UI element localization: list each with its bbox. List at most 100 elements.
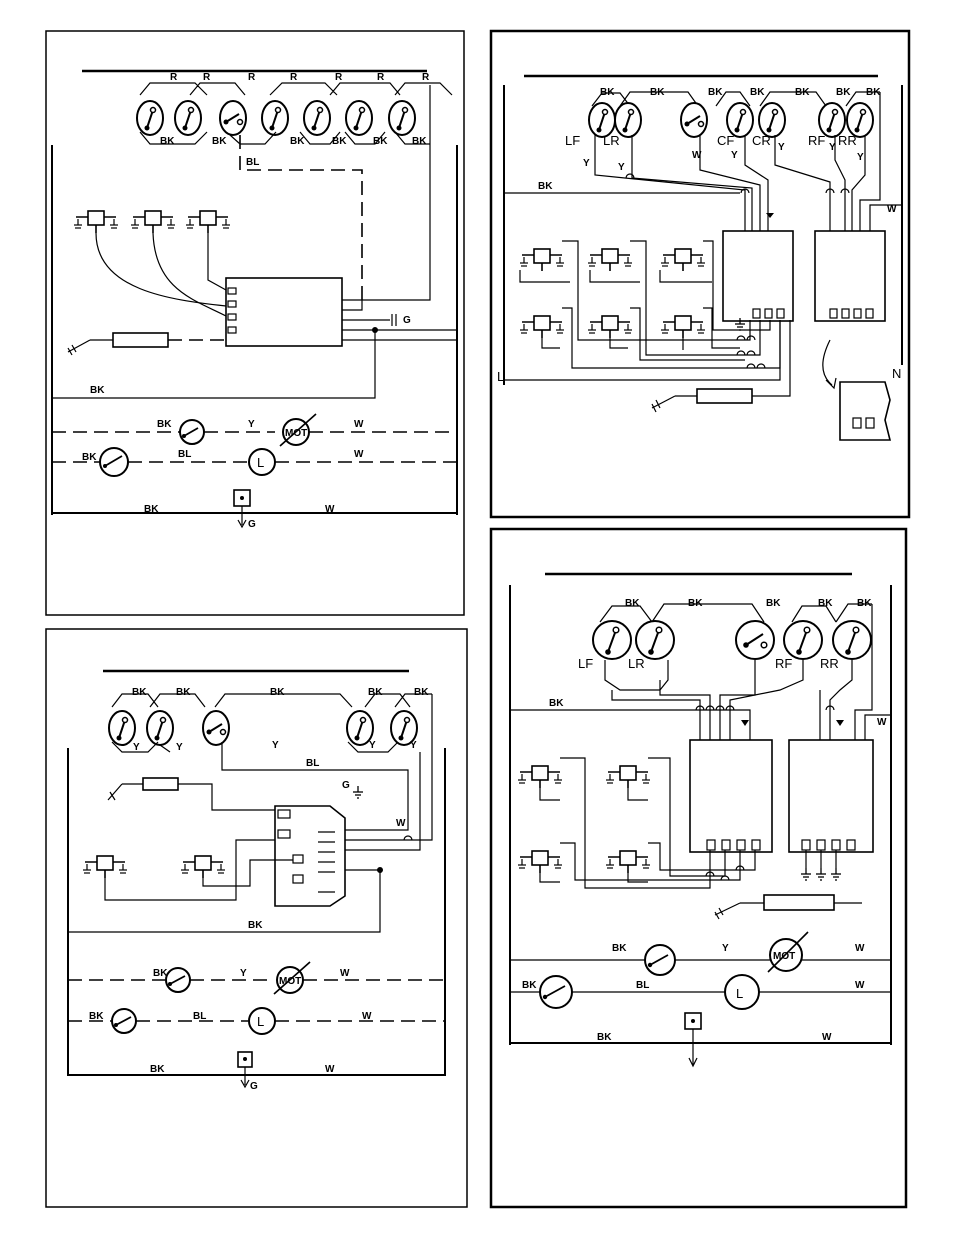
wire-label-bk: BK: [414, 687, 429, 698]
burner-switch-center: [681, 103, 707, 137]
wire-label-bk: BK: [132, 687, 147, 698]
wire-label-y: Y: [857, 152, 864, 163]
burner-switch-2: [175, 101, 201, 135]
ground-label: G: [248, 519, 256, 530]
wire-label-y: Y: [722, 943, 729, 954]
wire-label-w: W: [340, 968, 350, 979]
igniter-electrode-rr: [661, 316, 705, 338]
wire-label-bk: BK: [866, 87, 881, 98]
burner-switch-rf: [819, 103, 845, 137]
wire-label-y: Y: [272, 740, 279, 751]
wire-label-bk: BK: [750, 87, 765, 98]
wire-label-w: W: [362, 1011, 372, 1022]
burner-label-lf: LF: [578, 656, 593, 671]
heater-resistor: [113, 333, 168, 347]
heater-resistor: [764, 895, 834, 910]
wire-label-y: Y: [369, 740, 376, 751]
igniter-electrode-cf: [588, 249, 632, 271]
wire-label-bl: BL: [246, 157, 259, 168]
burner-switch-1: [109, 711, 135, 745]
wire-label-w: W: [325, 504, 335, 515]
igniter-electrode-2: [131, 211, 175, 233]
wire-label-r: R: [248, 72, 256, 83]
door-light-switch: [540, 976, 572, 1008]
igniter-electrode-cf: [606, 766, 650, 788]
wire-label-bk: BK: [82, 452, 97, 463]
burner-switch-5: [304, 101, 330, 135]
oven-thermostat-switch: [166, 968, 190, 992]
igniter-electrode-lr: [520, 316, 564, 338]
spark-module-right: [815, 231, 885, 321]
wire-label-r: R: [377, 72, 385, 83]
ground-label: G: [403, 315, 411, 326]
burner-switch-center: [736, 621, 774, 659]
terminal-block: [685, 1013, 701, 1066]
igniter-electrode-lf: [518, 766, 562, 788]
wire-label-bk: BK: [368, 687, 383, 698]
burner-switch-rr: [847, 103, 873, 137]
wire-label-bk: BK: [795, 87, 810, 98]
wire-label-bk: BK: [90, 385, 105, 396]
burner-label-lr: LR: [603, 133, 620, 148]
wire-label-r: R: [335, 72, 343, 83]
motor-label: MOT: [279, 976, 301, 987]
burner-switch-7: [389, 101, 415, 135]
burner-label-lr: LR: [628, 656, 645, 671]
terminal-block-detail: [840, 382, 890, 440]
wire-label-y: Y: [410, 740, 417, 751]
burner-switch-cf: [727, 103, 753, 137]
panel-bottom-left: BK BK BK BK BK Y Y Y Y Y BL W G: [46, 629, 467, 1207]
lamp-label: L: [736, 986, 743, 1001]
line-terminal-label: L: [497, 369, 504, 384]
burner-label-lf: LF: [565, 133, 580, 148]
burner-switch-lf: [593, 621, 631, 659]
burner-switch-3: [203, 711, 229, 745]
wire-label-bk: BK: [612, 943, 627, 954]
igniter-electrode-3: [186, 211, 230, 233]
fan-motor: MOT: [274, 962, 310, 994]
wire-label-bk: BK: [818, 598, 833, 609]
wire-label-bk: BK: [766, 598, 781, 609]
igniter-electrode-1: [74, 211, 118, 233]
wire-label-r: R: [170, 72, 178, 83]
spark-module-right: [789, 740, 873, 852]
wire-label-y: Y: [618, 162, 625, 173]
igniter-electrode-cr: [606, 851, 650, 873]
heater-resistor: [143, 778, 178, 790]
wire-label-bk: BK: [150, 1064, 165, 1075]
oven-lamp: L: [249, 449, 275, 475]
wire-label-w: W: [325, 1064, 335, 1075]
wire-label-bk: BK: [600, 87, 615, 98]
oven-lamp: L: [725, 975, 759, 1009]
motor-label: MOT: [285, 428, 307, 439]
igniter-electrode-2: [181, 856, 225, 878]
wire-label-bk: BK: [708, 87, 723, 98]
wire-label-bl: BL: [306, 758, 319, 769]
lamp-label: L: [257, 455, 264, 470]
panel-bottom-right: BK BK BK BK BK LF LR RF RR W BK: [491, 529, 906, 1207]
wire-label-bk: BK: [538, 181, 553, 192]
wire-label-bk: BK: [144, 504, 159, 515]
panel-top-right: L N BK BK BK BK BK BK BK LF LR CF CR RF …: [491, 31, 909, 517]
heater-resistor: [697, 389, 752, 403]
wire-label-w: W: [354, 449, 364, 460]
wire-label-y: Y: [731, 150, 738, 161]
wire-label-w: W: [855, 943, 865, 954]
wire-label-bk: BK: [836, 87, 851, 98]
burner-switch-1: [137, 101, 163, 135]
oven-thermostat-switch: [645, 945, 675, 975]
wire-label-bk: BK: [549, 698, 564, 709]
oven-lamp: L: [249, 1008, 275, 1034]
panel-top-left: R R R R R R R BK BK BK BK BK BK BL G: [46, 31, 464, 615]
burner-switch-lr: [636, 621, 674, 659]
wire-label-y: Y: [583, 158, 590, 169]
wire-label-bk: BK: [248, 920, 263, 931]
wire-label-y: Y: [248, 419, 255, 430]
fan-motor: MOT: [768, 932, 808, 972]
wire-label-w: W: [354, 419, 364, 430]
wire-label-bk: BK: [153, 968, 168, 979]
burner-switch-3: [220, 101, 246, 135]
wire-label-bl: BL: [178, 449, 191, 460]
oven-thermostat-switch: [180, 420, 204, 444]
fan-motor: MOT: [280, 414, 316, 446]
